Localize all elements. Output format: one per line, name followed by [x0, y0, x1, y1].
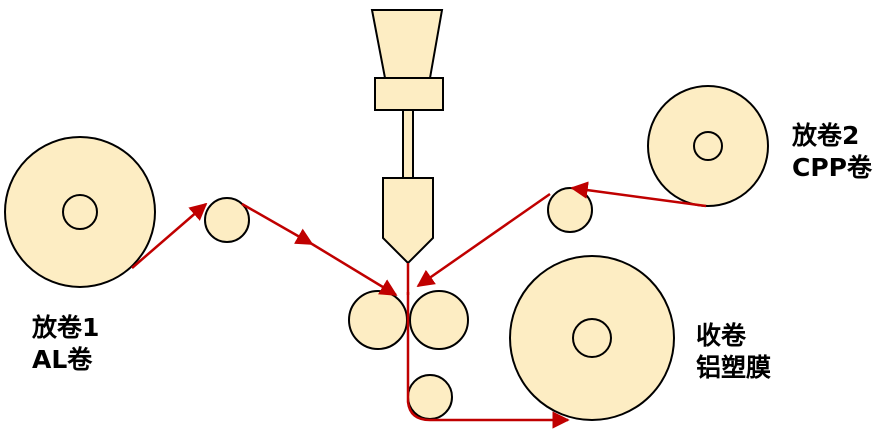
- unwind-roll-1: [4, 136, 156, 288]
- unwind-roll-2-label-line1: 放卷2: [792, 121, 860, 150]
- web-path-al-2: [241, 202, 314, 246]
- extrusion-die: [382, 177, 434, 265]
- guide-roller-right: [547, 187, 593, 233]
- unwind-roll-1-label: 放卷1 AL卷: [32, 312, 99, 376]
- unwind-roll-1-label-line1: 放卷1: [32, 313, 100, 342]
- rewind-roll-core: [572, 318, 612, 358]
- rewind-roll-label: 收卷 铝塑膜: [696, 320, 771, 384]
- web-path-cpp-1: [570, 181, 707, 208]
- nip-roller-left: [348, 290, 408, 350]
- web-path-al-1: [131, 202, 208, 269]
- rewind-roll: [509, 255, 675, 421]
- feed-pipe: [402, 109, 414, 179]
- unwind-roll-2: [647, 85, 769, 207]
- web-path-al-3: [311, 242, 398, 297]
- web-paths: [131, 181, 707, 429]
- web-path-cpp-2: [416, 192, 551, 288]
- unwind-roll-1-label-line2: AL卷: [32, 345, 93, 374]
- hopper: [370, 9, 444, 179]
- rewind-roll-label-line2: 铝塑膜: [696, 353, 772, 382]
- rewind-roll-label-line1: 收卷: [696, 321, 747, 350]
- unwind-roll-2-label: 放卷2 CPP卷: [792, 120, 872, 184]
- hopper-collar: [374, 77, 444, 111]
- web-path-laminate: [406, 292, 570, 429]
- hopper-funnel: [370, 9, 444, 79]
- nip-roller-right: [409, 290, 469, 350]
- unwind-roll-2-core: [693, 131, 723, 161]
- unwind-roll-2-label-line2: CPP卷: [792, 153, 872, 182]
- unwind-roll-1-core: [62, 194, 98, 230]
- chill-roller: [407, 374, 453, 420]
